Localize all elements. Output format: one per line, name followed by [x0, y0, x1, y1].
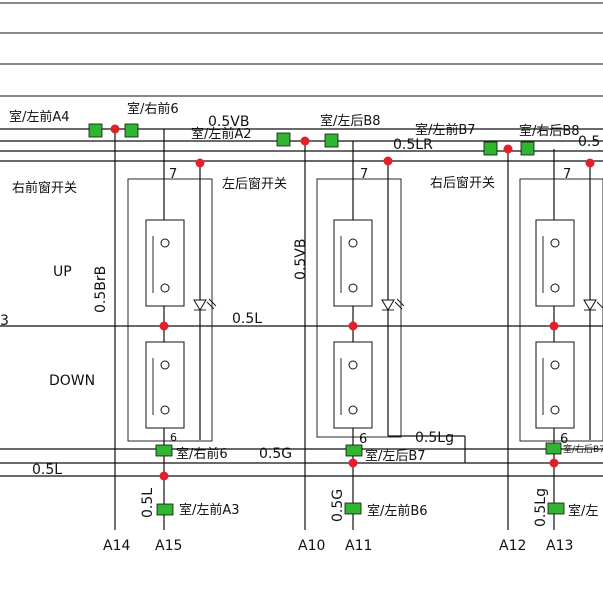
pin-label: 7 [563, 167, 571, 182]
connector-label: 室/左 [568, 503, 598, 519]
switch-box-3 [519, 178, 603, 442]
connector-label: 室/右后B7 [563, 443, 603, 455]
wire-label: 0.5L [232, 311, 262, 327]
terminal-label: A13 [546, 538, 573, 554]
connector-label: 室/左前A4 [9, 109, 70, 125]
switch-box-1 [127, 178, 213, 442]
connector-label: 室/左后B7 [365, 448, 426, 464]
terminal-label: A12 [499, 538, 526, 554]
wire-label: 0.5BrB [93, 266, 109, 313]
terminal-label: A15 [155, 538, 182, 554]
led-icon [381, 298, 405, 311]
pin-label: 6 [560, 432, 568, 447]
connector-glyph-icon [88, 123, 565, 516]
wire-label: 0.5L [32, 462, 62, 478]
terminal-label: A11 [345, 538, 372, 554]
switch-title-rr: 右后窗开关 [430, 175, 495, 191]
bus-lines [0, 128, 603, 477]
wire-label: 3 [0, 313, 9, 329]
terminal-label: A10 [298, 538, 325, 554]
terminal-label: A14 [103, 538, 130, 554]
wire-label: 0.5VB [293, 239, 309, 280]
wire-label: 0.5Lg [533, 488, 549, 527]
mode-down-label: DOWN [49, 373, 95, 389]
wire-label: 0.5L [140, 488, 156, 518]
wire-label: 0.5G [330, 489, 346, 522]
wire-label: 0.5 [578, 134, 600, 150]
led-icon [583, 299, 603, 311]
pin-label: 6 [359, 432, 367, 447]
header-rules [0, 2, 603, 97]
connector-label: 室/右前6 [176, 446, 228, 462]
switch-title-rf: 右前窗开关 [12, 180, 77, 196]
wire-label: 0.5LR [393, 137, 433, 153]
switch-box-2 [316, 178, 402, 438]
connector-label: 室/左前B7 [415, 122, 476, 138]
switch-title-lr: 左后窗开关 [222, 176, 287, 192]
led-icon [193, 298, 217, 311]
pin-label: 6 [170, 431, 177, 444]
connector-label: 室/左后B8 [320, 113, 381, 129]
pin-label: 7 [169, 167, 177, 182]
wire-label: 0.5VB [208, 114, 249, 130]
connector-label: 室/右后B8 [519, 123, 580, 139]
wire-label: 0.5G [259, 446, 292, 462]
pin-label: 7 [360, 167, 368, 182]
connector-label: 室/右前6 [127, 101, 179, 117]
wire-label: 0.5Lg [415, 430, 454, 446]
junction-dot-icon [110, 124, 595, 481]
connector-label: 室/左前B6 [367, 503, 428, 519]
mode-up-label: UP [53, 264, 72, 280]
connector-label: 室/左前A3 [179, 502, 240, 518]
connector-label: 室/左前A2 [191, 126, 252, 142]
